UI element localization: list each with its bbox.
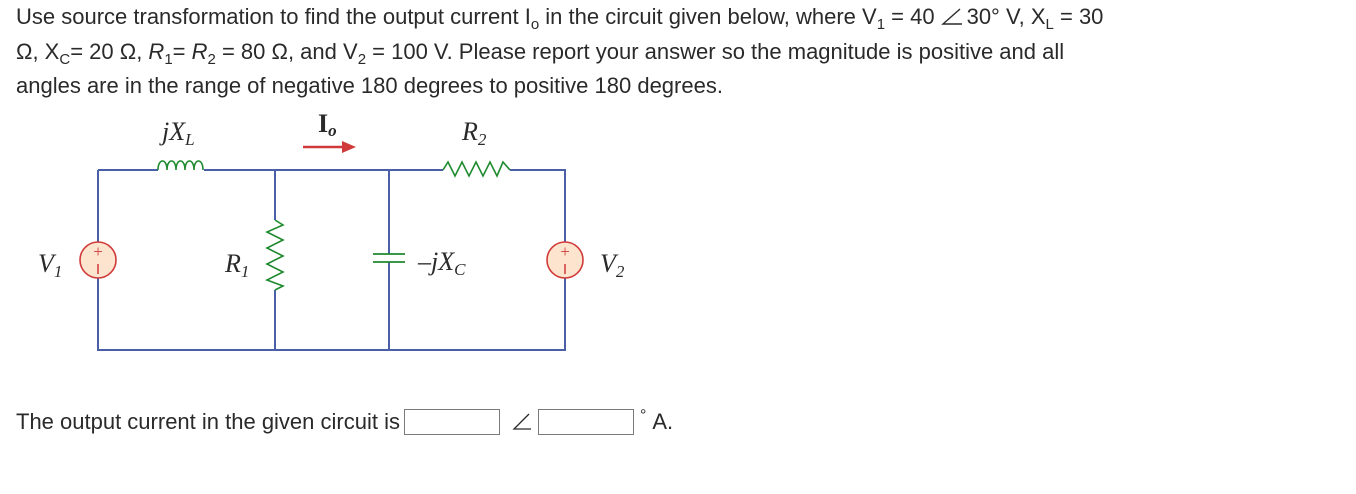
xc-value: = 20 Ω, xyxy=(70,38,149,64)
circuit-svg: + + jXL Io R2 V1 R1 –jXC V2 xyxy=(38,109,625,351)
label-v2: V2 xyxy=(600,249,625,281)
wires xyxy=(97,169,566,351)
r1-symbol: R xyxy=(148,38,165,64)
io-subscript: o xyxy=(530,16,540,33)
v2-plus-sign: + xyxy=(560,242,570,261)
label-io: Io xyxy=(318,109,337,140)
angle-icon xyxy=(940,8,962,25)
resistor-r1 xyxy=(265,219,285,291)
current-arrow xyxy=(303,141,356,153)
r1-eq: = xyxy=(172,38,192,64)
question-line2-a: Ω, X xyxy=(16,38,60,64)
answer-prompt: The output current in the given circuit … xyxy=(16,409,400,434)
v1-value: = 40 xyxy=(885,4,935,29)
inductor xyxy=(157,160,204,171)
xl-value: = 30 xyxy=(1053,4,1104,29)
label-r1: R1 xyxy=(224,249,249,281)
circuit-diagram: + + jXL Io R2 V1 R1 –jXC V2 xyxy=(0,100,700,370)
v1-plus-sign: + xyxy=(93,242,103,261)
magnitude-input[interactable] xyxy=(403,409,500,435)
r1-subscript: 1 xyxy=(164,50,173,68)
v2-subscript: 2 xyxy=(357,50,367,68)
xc-subscript: C xyxy=(59,50,71,68)
r2-symbol: R xyxy=(191,38,208,64)
question-line3: angles are in the range of negative 180 … xyxy=(16,73,723,98)
r2-subscript: 2 xyxy=(207,50,216,68)
v2-value: = 100 V. Please report your answer so th… xyxy=(366,38,1065,64)
voltage-source-v2: + xyxy=(546,241,584,279)
label-jxc: –jXC xyxy=(417,247,466,279)
v1-subscript: 1 xyxy=(876,16,886,33)
answer-row: The output current in the given circuit … xyxy=(16,405,673,439)
voltage-source-v1: + xyxy=(79,241,117,279)
v1-unit: V, X xyxy=(999,4,1046,29)
xl-subscript: L xyxy=(1045,16,1054,33)
question-text: Use source transformation to find the ou… xyxy=(16,0,1336,104)
capacitor xyxy=(373,253,405,263)
label-v1: V1 xyxy=(38,249,62,281)
label-jxl: jXL xyxy=(159,117,195,149)
label-r2: R2 xyxy=(461,117,487,149)
angle-input[interactable] xyxy=(537,409,634,435)
r2-value: = 80 Ω, and V xyxy=(215,38,358,64)
angle-icon xyxy=(512,413,531,430)
degree-symbol: ° xyxy=(639,407,647,424)
resistor-r2 xyxy=(442,160,511,178)
question-line1-a: Use source transformation to find the ou… xyxy=(16,4,531,29)
answer-unit: A. xyxy=(652,409,674,434)
circuit-labels: jXL Io R2 V1 R1 –jXC V2 xyxy=(38,109,625,281)
v1-angle: 30° xyxy=(966,4,1000,29)
question-line1-b: in the circuit given below, where V xyxy=(539,4,877,29)
